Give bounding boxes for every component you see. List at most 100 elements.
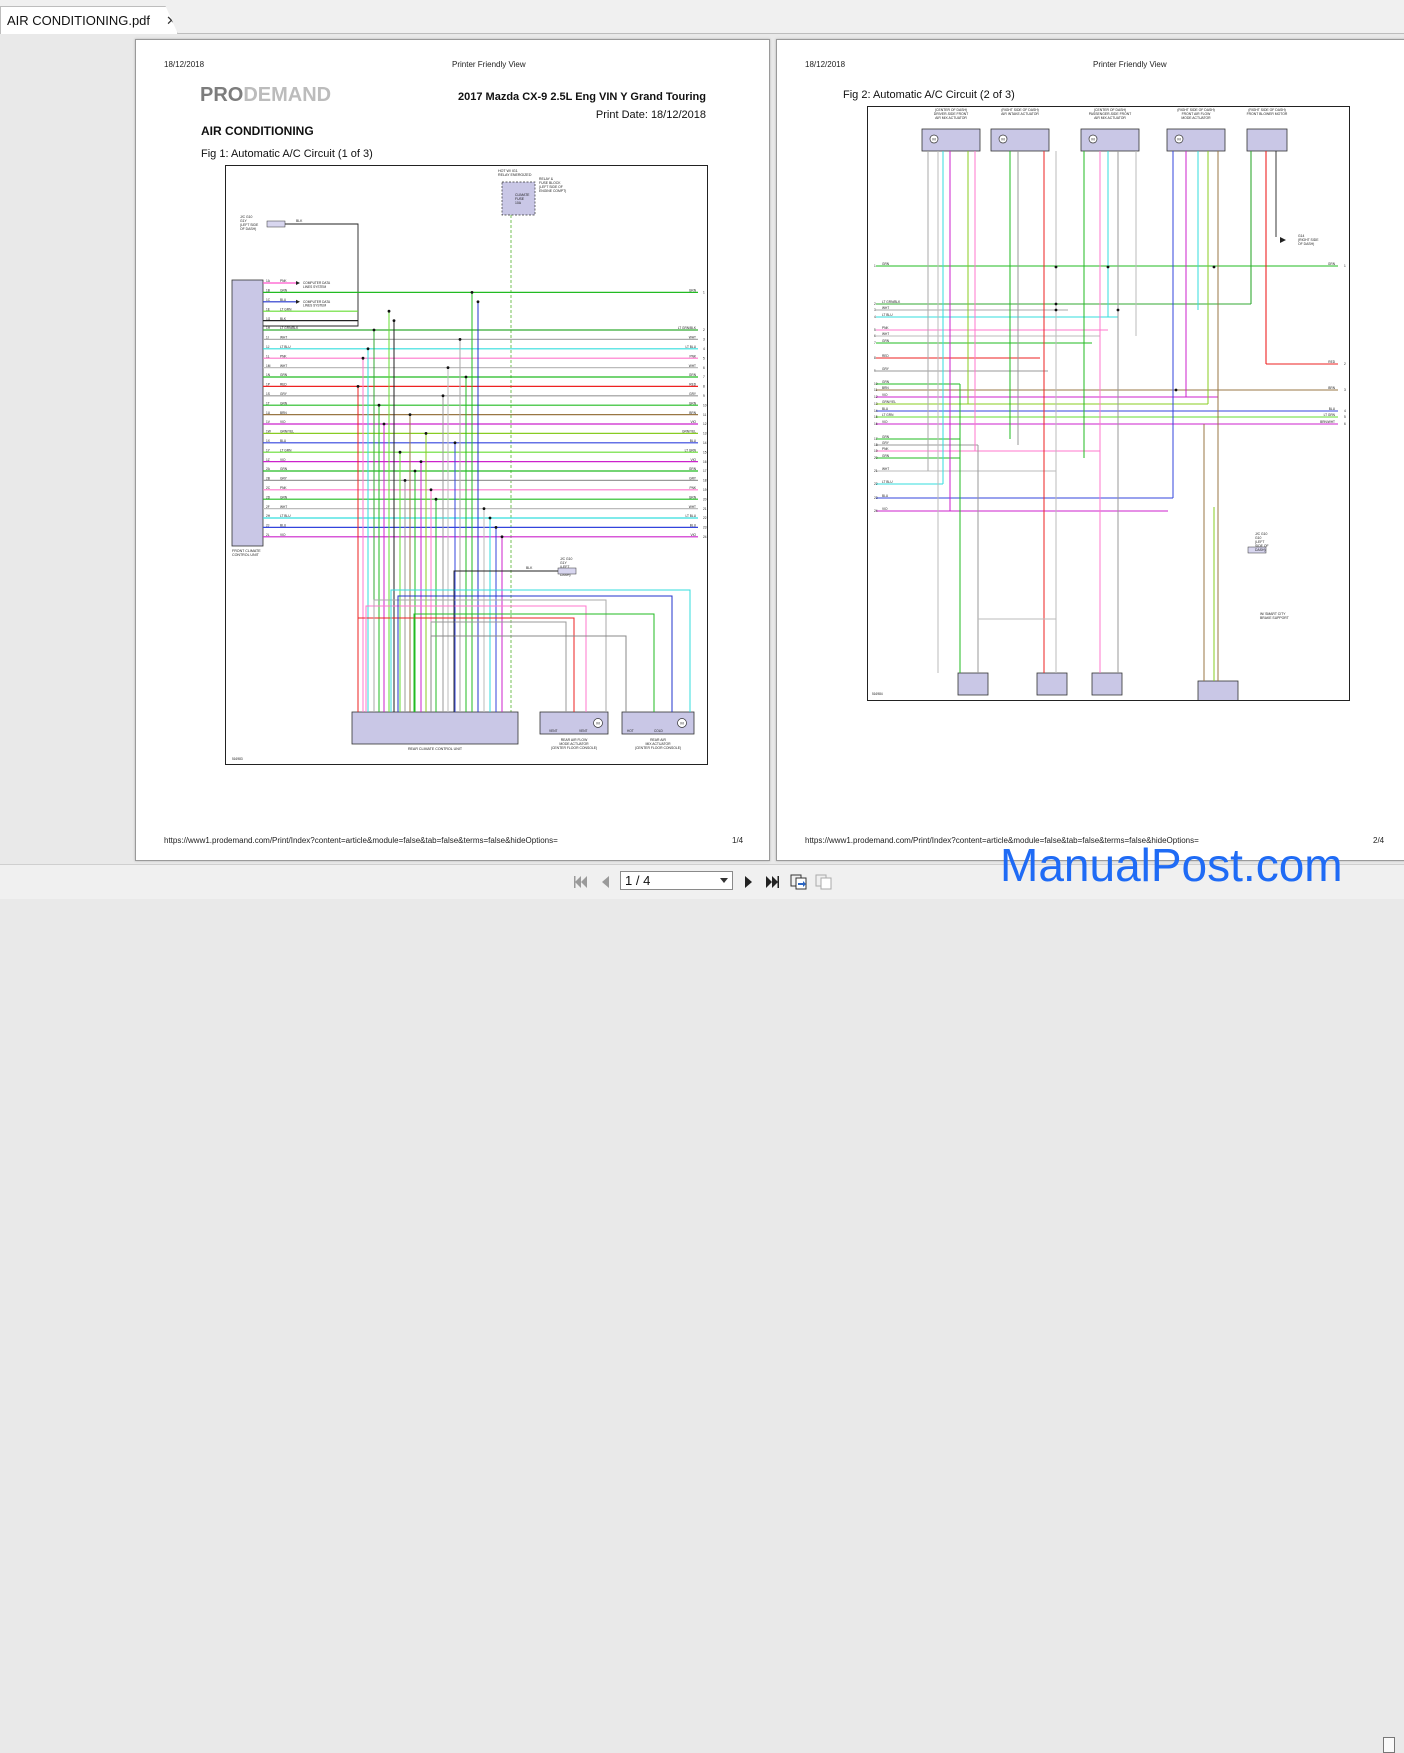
pdf-page-2: 18/12/2018 Printer Friendly View Fig 2: …	[776, 39, 1404, 861]
bus-wire-num-10: 10	[874, 382, 878, 386]
ground-jc-label: SIDE OF	[1255, 544, 1269, 548]
wire-color-label-right-2A: GRN	[689, 467, 697, 471]
wire-color-label-right-2C: PNK	[689, 486, 696, 490]
ground-top-label: OF DASH)	[240, 227, 256, 231]
watermark-text: ManualPost.com	[1000, 839, 1343, 891]
wire-color-label-right-2D: GRN	[689, 495, 697, 499]
rear-loop-wire-1	[365, 605, 587, 712]
top-component-3	[1166, 128, 1226, 152]
wire-color-label-2A: GRN	[280, 467, 288, 471]
scrollbar-handle[interactable]	[1383, 1737, 1395, 1753]
front-climate-control-unit	[231, 279, 264, 547]
motor-label: M	[932, 136, 935, 141]
fuse-block-label: FUSE BLOCK	[539, 181, 561, 185]
document-tab[interactable]: AIR CONDITIONING.pdf ✕	[0, 6, 178, 34]
printer-friendly-header: Printer Friendly View	[1093, 60, 1167, 69]
bus-wire-num-11: 11	[874, 388, 878, 392]
top-component-label-3: FRONT AIR FLOW	[1182, 112, 1212, 116]
top-component-label-1: (RIGHT SIDE OF DASH)	[1001, 108, 1039, 112]
pin-label-1C: 1C	[266, 298, 271, 302]
first-page-button[interactable]	[572, 873, 590, 891]
bus-wire-num-4: 4	[874, 315, 876, 319]
last-page-icon	[766, 876, 779, 888]
pin-label-1A: 1A	[266, 279, 271, 283]
top-component-1	[990, 128, 1050, 152]
bus-wire-num-6: 6	[874, 334, 876, 338]
connector-ref-21: 21	[703, 507, 707, 511]
connector-ref-7: 7	[703, 375, 705, 379]
connector-ref-22: 22	[703, 516, 707, 520]
document-viewer[interactable]: 18/12/2018 Printer Friendly View PRODEMA…	[0, 34, 1404, 864]
close-icon[interactable]: ✕	[166, 12, 177, 28]
pin-label-2A: 2A	[266, 467, 271, 471]
pin-label-1W: 1W	[266, 430, 271, 434]
fit-width-button[interactable]	[815, 873, 833, 891]
vent-label: VENT	[579, 729, 588, 733]
wire-color-label-right-2H: LT BLU	[685, 514, 696, 518]
connector-ref-17: 17	[703, 469, 707, 473]
bus-wire-num-24: 24	[874, 509, 878, 513]
wire-color-label-1X: BLU	[280, 439, 287, 443]
page-url: https://www1.prodemand.com/Print/Index?c…	[805, 836, 1199, 845]
splice-dot	[441, 394, 445, 398]
ground-jc-label: G10	[1255, 536, 1262, 540]
wire-color-label-1W: GRN/YEL	[280, 430, 294, 434]
bus-wire-label-15: LT GRN	[882, 413, 894, 417]
motor-symbol	[1174, 134, 1184, 144]
cold-label: COLD	[654, 729, 664, 733]
wire-color-label-1B: GRN	[280, 289, 288, 293]
right-label-1: GRN	[1328, 262, 1336, 266]
ground-jc-label: (LEFT	[1255, 540, 1264, 544]
pin-label-1V: 1V	[266, 420, 271, 424]
ground-top-label: J/C G10	[240, 215, 253, 219]
bus-wire-label-18: GRY	[882, 441, 890, 445]
pin-label-1T: 1T	[266, 401, 270, 405]
tab-bar: AIR CONDITIONING.pdf ✕	[0, 0, 1404, 34]
connector-ref-8: 8	[703, 385, 705, 389]
previous-page-button[interactable]	[596, 873, 614, 891]
section-title: AIR CONDITIONING	[201, 124, 314, 138]
next-page-button[interactable]	[740, 873, 758, 891]
right-label-3: BRN	[1328, 386, 1335, 390]
bus-wire-label-5: PNK	[882, 326, 889, 330]
figure-title-2: Fig 2: Automatic A/C Circuit (2 of 3)	[843, 89, 1015, 101]
motor-symbol	[929, 134, 939, 144]
wire-color-label-2F: WHT	[280, 505, 287, 509]
connector-ref-16: 16	[703, 460, 707, 464]
climate-fuse-label: CLIMATE	[515, 193, 530, 197]
pin-label-1G: 1G	[266, 317, 271, 321]
pin-label-2B: 2B	[266, 477, 270, 481]
pin-label-1M: 1M	[266, 364, 271, 368]
wire-color-label-1H: LT GRN/BLK	[280, 326, 299, 330]
splice-dot	[1054, 265, 1058, 269]
page-select-value: 1 / 4	[625, 873, 651, 888]
top-component-label-4: FRONT BLOWER MOTOR	[1247, 112, 1288, 116]
top-component-label-0: DRIVER-SIDE FRONT	[934, 112, 968, 116]
print-date-header: 18/12/2018	[164, 60, 205, 69]
splice-dot	[1116, 308, 1120, 312]
data-link-arrow	[296, 299, 300, 304]
page-select[interactable]: 1 / 4	[620, 871, 733, 890]
bus-wire-num-19: 19	[874, 449, 878, 453]
pin-label-2D: 2D	[266, 495, 271, 499]
front-climate-control-unit-label: CONTROL UNIT	[232, 553, 260, 557]
fit-page-button[interactable]	[790, 873, 808, 891]
splice-dot	[482, 507, 486, 510]
top-component-label-4: (RIGHT SIDE OF DASH)	[1248, 108, 1286, 112]
connector-ref-18: 18	[703, 479, 707, 483]
bus-wire-label-4: LT BLU	[882, 313, 893, 317]
ground-right-label: OF DASH)	[1298, 242, 1314, 246]
ground-arrow	[1280, 237, 1286, 243]
rear-loop-wire-3	[397, 595, 673, 712]
bus-wire-num-12: 12	[874, 395, 878, 399]
wire-color-label-right-1H: LT GRN/BLK	[678, 326, 697, 330]
wire-color-label-1N: GRN	[280, 373, 288, 377]
last-page-button[interactable]	[763, 873, 781, 891]
bus-wire-label-14: BLU	[882, 407, 889, 411]
fit-page-icon	[790, 874, 807, 890]
figure-title-1: Fig 1: Automatic A/C Circuit (1 of 3)	[201, 148, 373, 160]
pin-label-1J: 1J	[266, 345, 270, 349]
wire-color-label-1U: BRN	[280, 411, 287, 415]
wire-color-label-right-1L: PNK	[689, 354, 696, 358]
